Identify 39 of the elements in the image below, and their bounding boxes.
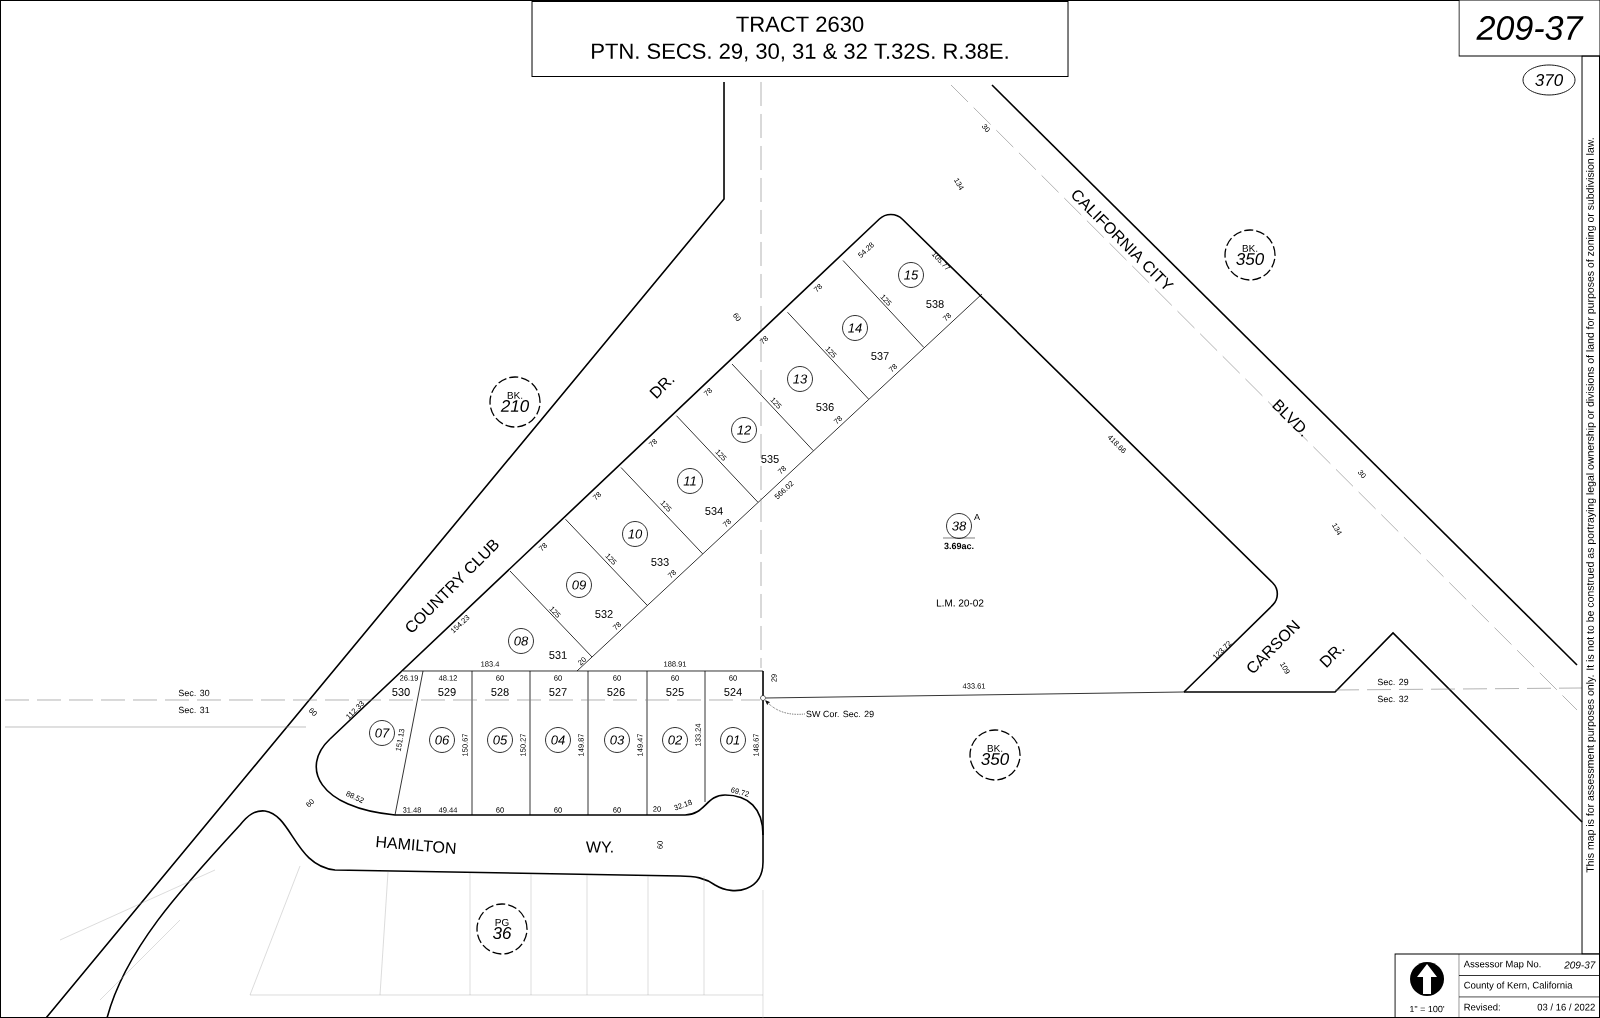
acreage-text: 3.69ac. (942, 537, 976, 550)
table-cell: 209-37 (1564, 961, 1596, 969)
disclaimer-box: This map is for assessment purposes only. It is not to be construed as portraying legal ownership or divisions of land for purposes of zoning or subdivision law. (1581, 55, 1600, 955)
parcel-number: 525 (666, 688, 684, 696)
map-number-box: 209-37 (1458, 0, 1600, 57)
corner-marker (760, 695, 766, 701)
section-label: Sec. 29 (1377, 678, 1409, 686)
parcel-number: 526 (607, 688, 625, 696)
parcel-number: 538 (926, 300, 944, 308)
map-number-oval: 370 (1522, 64, 1576, 96)
superscript-letter: A (974, 513, 980, 521)
parcel-number: 536 (816, 403, 834, 411)
street-name: DR. (649, 377, 675, 399)
parcel-number: 527 (549, 688, 567, 696)
parcel-number: 530 (392, 688, 410, 696)
street-name: WY. (586, 841, 613, 853)
parcel-number: 532 (595, 610, 613, 618)
parcel-number: 534 (705, 507, 723, 515)
section-label: Sec. 32 (1377, 695, 1409, 703)
leader-arrow (765, 700, 806, 715)
title-box: TRACT 2630 PTN. SECS. 29, 30, 31 & 32 T.32S. R.38E. (531, 1, 1069, 77)
parcel-number: 529 (438, 688, 456, 696)
parcel-number: 528 (491, 688, 509, 696)
table-cell: Assessor Map No. (1463, 960, 1541, 970)
table-cell: County of Kern, California (1464, 981, 1573, 991)
map-reference: L.M. 20-02 (936, 599, 984, 607)
street-name: HAMILTON (376, 836, 456, 854)
parcel-number: 524 (724, 688, 742, 696)
parcel-number: 535 (761, 455, 779, 463)
table-cell: Revised: (1464, 1003, 1500, 1011)
street-name: DR. (1319, 646, 1345, 668)
scale-text: 1" = 100' (1410, 1005, 1445, 1013)
section-label: Sec. 30 (178, 689, 210, 697)
parcel-number: 537 (871, 352, 889, 360)
parcel-number: 533 (651, 558, 669, 566)
section-label: Sec. 31 (178, 706, 210, 714)
corner-label: SW Cor. Sec. 29 (806, 710, 874, 718)
parcel-number: 531 (549, 651, 567, 659)
table-cell: 03 / 16 / 2022 (1537, 1003, 1595, 1011)
